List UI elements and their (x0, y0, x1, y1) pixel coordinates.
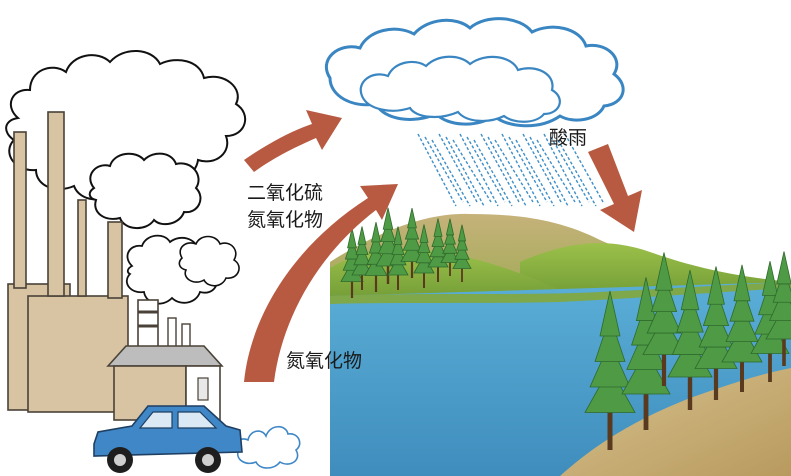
trees (340, 207, 791, 450)
rain-streak (494, 139, 534, 203)
emission-label-line1: 二氧化硫 (247, 182, 324, 204)
smoke-big (5, 49, 247, 201)
rain-streak (487, 136, 527, 207)
car (93, 405, 301, 473)
chimney-2 (47, 111, 65, 297)
rain-streak (473, 139, 513, 207)
rain-streak (424, 136, 464, 203)
tree (667, 269, 713, 410)
rain-streak (466, 136, 506, 203)
car-exhaust (235, 425, 301, 469)
chimney-4 (107, 221, 123, 299)
tree (621, 277, 671, 430)
tree (721, 264, 763, 392)
rain-streak (431, 139, 471, 207)
rain-streak (529, 136, 569, 207)
rain-streak (438, 133, 478, 203)
tree (387, 226, 409, 290)
tree (765, 251, 791, 366)
chimney-1 (13, 131, 27, 289)
tree (642, 252, 686, 386)
rain-streak (452, 139, 492, 203)
arrow-factory-to-cloud (244, 110, 342, 172)
rain-streak (480, 133, 520, 203)
tree (400, 207, 424, 278)
rain-streak (445, 136, 485, 207)
rain-streak (550, 136, 590, 203)
arrows (244, 110, 642, 382)
rain-streak (515, 139, 555, 207)
rain-streak (522, 133, 562, 203)
car-emission-label: 氮氧化物 (286, 350, 363, 372)
tree (413, 224, 435, 288)
arrow-car-to-cloud (244, 184, 398, 382)
rain-streak (564, 133, 604, 203)
factory-smoke (5, 49, 247, 421)
rain-streak (508, 136, 548, 203)
house-window (197, 377, 209, 401)
near-shore (560, 368, 791, 476)
car-window-front (138, 411, 173, 429)
rain-cloud-front (359, 55, 561, 123)
factory-block-front (27, 295, 129, 413)
rain-streak (459, 133, 499, 207)
emission-label-line2: 氮氧化物 (247, 209, 324, 231)
rain-streak (536, 139, 576, 203)
rain-streak (543, 133, 583, 207)
far-shore (330, 282, 791, 304)
acid-rain-label: 酸雨 (549, 127, 588, 149)
rain-streaks (417, 133, 604, 207)
rain-streak (417, 133, 457, 207)
rain-streak (557, 139, 597, 207)
smoke-right (178, 235, 240, 287)
tree (440, 218, 460, 276)
tree (584, 290, 636, 450)
house-roof (106, 345, 224, 367)
rain-cloud (324, 17, 625, 128)
tree (351, 226, 373, 290)
car-window-rear (177, 411, 218, 429)
rain-streak (501, 133, 541, 207)
smoke-mid (88, 152, 202, 229)
chimney-3 (77, 199, 87, 297)
tree (452, 224, 472, 282)
arrow-rain-to-ground (588, 144, 642, 232)
